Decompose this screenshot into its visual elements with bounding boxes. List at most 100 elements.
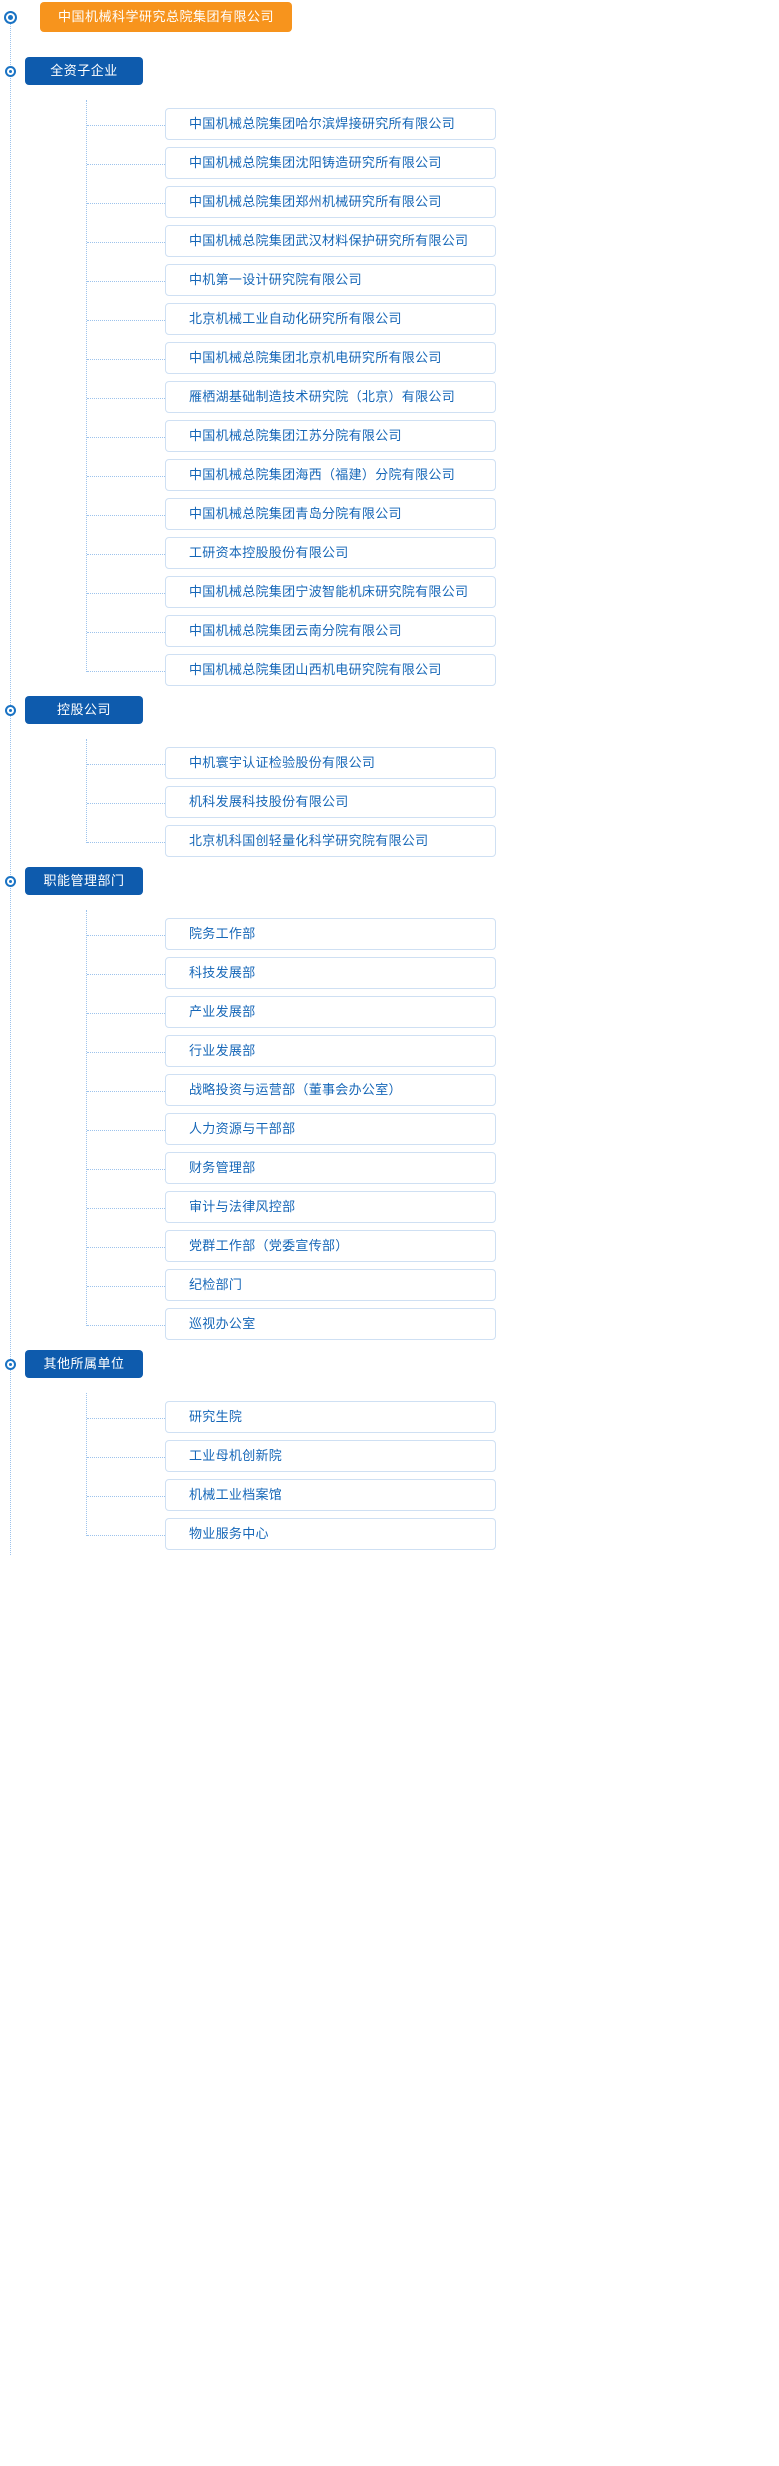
item-label: 工研资本控股股份有限公司 <box>189 545 349 560</box>
item-label: 中机寰宇认证检验股份有限公司 <box>189 755 376 770</box>
org-chart: 中国机械科学研究总院集团有限公司 全资子企业中国机械总院集团哈尔滨焊接研究所有限… <box>0 2 779 1555</box>
item-label: 院务工作部 <box>189 926 256 941</box>
item-box[interactable] <box>165 1440 496 1472</box>
list-item[interactable]: 巡视办公室 <box>86 1306 779 1345</box>
list-item[interactable]: 中国机械总院集团云南分院有限公司 <box>86 613 779 652</box>
item-box[interactable] <box>165 381 496 413</box>
item-label: 中国机械总院集团沈阳铸造研究所有限公司 <box>189 155 442 170</box>
groups-container: 全资子企业中国机械总院集团哈尔滨焊接研究所有限公司中国机械总院集团沈阳铸造研究所… <box>0 52 779 1555</box>
item-box[interactable] <box>165 957 496 989</box>
list-item[interactable]: 工业母机创新院 <box>86 1438 779 1477</box>
item-box[interactable] <box>165 1074 496 1106</box>
item-box[interactable] <box>165 654 496 686</box>
item-label: 党群工作部（党委宣传部） <box>189 1238 349 1253</box>
item-connector-line <box>87 281 165 282</box>
item-box[interactable] <box>165 1191 496 1223</box>
list-item[interactable]: 北京机科国创轻量化科学研究院有限公司 <box>86 823 779 862</box>
list-item[interactable]: 中国机械总院集团北京机电研究所有限公司 <box>86 340 779 379</box>
list-item[interactable]: 中国机械总院集团宁波智能机床研究院有限公司 <box>86 574 779 613</box>
item-box[interactable] <box>165 498 496 530</box>
list-item[interactable]: 人力资源与干部部 <box>86 1111 779 1150</box>
group-header: 控股公司 <box>0 691 779 739</box>
item-box[interactable] <box>165 108 496 140</box>
list-item[interactable]: 中国机械总院集团山西机电研究院有限公司 <box>86 652 779 691</box>
list-item[interactable]: 审计与法律风控部 <box>86 1189 779 1228</box>
group-badge[interactable]: 全资子企业 <box>25 57 143 85</box>
item-box[interactable] <box>165 1269 496 1301</box>
list-item[interactable]: 研究生院 <box>86 1399 779 1438</box>
list-item[interactable]: 北京机械工业自动化研究所有限公司 <box>86 301 779 340</box>
main-spine-connector <box>10 22 11 1555</box>
item-box[interactable] <box>165 1401 496 1433</box>
list-item[interactable]: 中国机械总院集团哈尔滨焊接研究所有限公司 <box>86 106 779 145</box>
item-box[interactable] <box>165 342 496 374</box>
item-connector-line <box>87 974 165 975</box>
item-label: 人力资源与干部部 <box>189 1121 296 1136</box>
group-badge[interactable]: 职能管理部门 <box>25 867 143 895</box>
circle-node-icon <box>5 66 16 77</box>
item-connector-line <box>87 593 165 594</box>
list-item[interactable]: 纪检部门 <box>86 1267 779 1306</box>
list-item[interactable]: 中机第一设计研究院有限公司 <box>86 262 779 301</box>
circle-node-icon <box>4 11 17 24</box>
item-box[interactable] <box>165 747 496 779</box>
item-box[interactable] <box>165 303 496 335</box>
list-item[interactable]: 科技发展部 <box>86 955 779 994</box>
list-item[interactable]: 产业发展部 <box>86 994 779 1033</box>
item-box[interactable] <box>165 1308 496 1340</box>
list-item[interactable]: 雁栖湖基础制造技术研究院（北京）有限公司 <box>86 379 779 418</box>
item-connector-line <box>87 1535 165 1536</box>
list-item[interactable]: 财务管理部 <box>86 1150 779 1189</box>
group-spine-connector <box>86 100 87 672</box>
list-item[interactable]: 战略投资与运营部（董事会办公室） <box>86 1072 779 1111</box>
list-item[interactable]: 院务工作部 <box>86 916 779 955</box>
list-item[interactable]: 中国机械总院集团青岛分院有限公司 <box>86 496 779 535</box>
item-connector-line <box>87 398 165 399</box>
item-box[interactable] <box>165 1230 496 1262</box>
group-items: 院务工作部科技发展部产业发展部行业发展部战略投资与运营部（董事会办公室） 人力资源… <box>0 910 779 1345</box>
item-box[interactable] <box>165 1113 496 1145</box>
item-label: 巡视办公室 <box>189 1316 256 1331</box>
item-connector-line <box>87 1418 165 1419</box>
item-box[interactable] <box>165 918 496 950</box>
list-item[interactable]: 物业服务中心 <box>86 1516 779 1555</box>
item-box[interactable] <box>165 576 496 608</box>
item-box[interactable] <box>165 1518 496 1550</box>
list-item[interactable]: 党群工作部（党委宣传部） <box>86 1228 779 1267</box>
list-item[interactable]: 中国机械总院集团海西（福建）分院有限公司 <box>86 457 779 496</box>
item-box[interactable] <box>165 1035 496 1067</box>
item-box[interactable] <box>165 825 496 857</box>
item-box[interactable] <box>165 459 496 491</box>
item-box[interactable] <box>165 1479 496 1511</box>
item-box[interactable] <box>165 615 496 647</box>
item-box[interactable] <box>165 996 496 1028</box>
list-item[interactable]: 中机寰宇认证检验股份有限公司 <box>86 745 779 784</box>
item-box[interactable] <box>165 147 496 179</box>
list-item[interactable]: 中国机械总院集团武汉材料保护研究所有限公司 <box>86 223 779 262</box>
list-item[interactable]: 行业发展部 <box>86 1033 779 1072</box>
list-item[interactable]: 中国机械总院集团郑州机械研究所有限公司 <box>86 184 779 223</box>
item-connector-line <box>87 125 165 126</box>
group-spine-connector <box>86 739 87 843</box>
item-box[interactable] <box>165 186 496 218</box>
list-item[interactable]: 中国机械总院集团沈阳铸造研究所有限公司 <box>86 145 779 184</box>
list-item[interactable]: 机科发展科技股份有限公司 <box>86 784 779 823</box>
list-item[interactable]: 工研资本控股股份有限公司 <box>86 535 779 574</box>
root-node[interactable]: 中国机械科学研究总院集团有限公司 <box>40 2 293 32</box>
group-badge[interactable]: 控股公司 <box>25 696 143 724</box>
item-label: 中国机械总院集团海西（福建）分院有限公司 <box>189 467 456 482</box>
list-item[interactable]: 中国机械总院集团江苏分院有限公司 <box>86 418 779 457</box>
item-box[interactable] <box>165 225 496 257</box>
list-item[interactable]: 机械工业档案馆 <box>86 1477 779 1516</box>
group-badge[interactable]: 其他所属单位 <box>25 1350 143 1378</box>
org-group: 全资子企业中国机械总院集团哈尔滨焊接研究所有限公司中国机械总院集团沈阳铸造研究所… <box>0 52 779 691</box>
item-box[interactable] <box>165 537 496 569</box>
item-box[interactable] <box>165 264 496 296</box>
item-box[interactable] <box>165 786 496 818</box>
item-connector-line <box>87 842 165 843</box>
item-box[interactable] <box>165 1152 496 1184</box>
group-header: 全资子企业 <box>0 52 779 100</box>
item-connector-line <box>87 320 165 321</box>
item-box[interactable] <box>165 420 496 452</box>
group-header: 职能管理部门 <box>0 862 779 910</box>
